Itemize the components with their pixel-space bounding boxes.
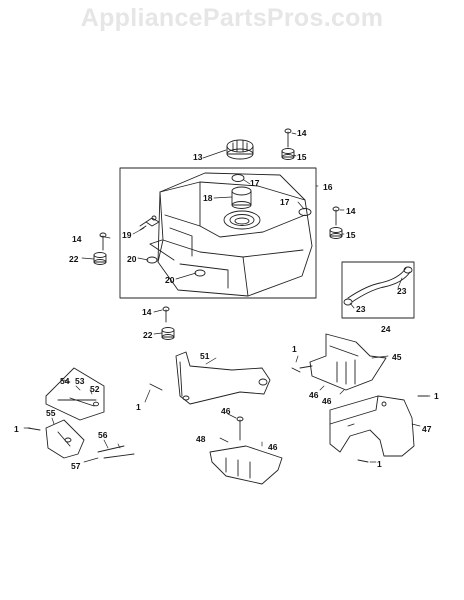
callout-17: 17	[280, 197, 290, 207]
callout-14: 14	[72, 234, 82, 244]
bracket	[175, 351, 271, 405]
callout-20: 20	[165, 275, 175, 285]
watermark: AppliancePartsPros.com	[80, 4, 384, 32]
callout-14: 14	[297, 128, 307, 138]
callout-14: 14	[142, 307, 152, 317]
callout-23: 23	[356, 304, 366, 314]
callout-1: 1	[434, 391, 439, 401]
filler-strainer	[231, 186, 252, 209]
control-rod	[97, 445, 125, 453]
callout-52: 53	[75, 376, 85, 386]
control-rod-group	[45, 367, 105, 421]
grommet	[231, 174, 245, 182]
tank-assembly-frame	[119, 167, 317, 299]
callout-46: 46	[221, 406, 231, 416]
grommet	[298, 208, 312, 216]
callout-24: 24	[381, 324, 391, 334]
control-lever	[45, 419, 85, 459]
callout-56: 57	[71, 461, 81, 471]
callout-54: 55	[46, 408, 56, 418]
spacer	[281, 148, 295, 160]
fuel-cap	[226, 139, 254, 160]
fuel-line	[343, 266, 413, 306]
screw	[162, 306, 170, 323]
callout-46: 46	[309, 390, 319, 400]
callout-51: 52	[90, 384, 100, 394]
spacer	[329, 227, 343, 239]
callout-22: 22	[143, 330, 153, 340]
callout-13: 13	[193, 152, 203, 162]
bolt	[291, 367, 301, 373]
callout-45: 45	[392, 352, 402, 362]
fuel-line-frame	[341, 261, 415, 319]
callout-46: 46	[268, 442, 278, 452]
callout-49: 51	[200, 351, 210, 361]
screw	[284, 128, 292, 148]
bracket	[299, 333, 387, 391]
bracket	[209, 416, 283, 485]
callout-1: 1	[377, 459, 382, 469]
shield	[329, 395, 415, 457]
leader-lines	[23, 132, 431, 463]
callout-46: 46	[322, 396, 332, 406]
callout-48: 48	[196, 434, 206, 444]
grommet	[146, 256, 158, 264]
callout-1: 1	[292, 344, 297, 354]
callout-22: 22	[69, 254, 79, 264]
callout-53: 54	[60, 376, 70, 386]
screw	[99, 232, 107, 251]
callout-1: 1	[136, 402, 141, 412]
callout-17: 17	[250, 178, 260, 188]
callout-23: 23	[397, 286, 407, 296]
callout-19: 19	[122, 230, 132, 240]
callout-15: 15	[346, 230, 356, 240]
screw	[332, 206, 340, 226]
spacer	[161, 327, 175, 340]
callout-18: 18	[203, 193, 213, 203]
callout-20: 20	[127, 254, 137, 264]
callout-15: 15	[297, 152, 307, 162]
control-rod	[103, 453, 135, 459]
fuel-tank	[149, 172, 313, 297]
bolt	[357, 459, 369, 463]
callout-1: 1	[14, 424, 19, 434]
spacer	[93, 252, 107, 265]
bolt	[149, 383, 163, 391]
callout-47: 47	[422, 424, 432, 434]
callout-16: 16	[323, 182, 333, 192]
fuel-valve	[139, 215, 160, 231]
callout-55: 56	[98, 430, 108, 440]
callout-14: 14	[346, 206, 356, 216]
